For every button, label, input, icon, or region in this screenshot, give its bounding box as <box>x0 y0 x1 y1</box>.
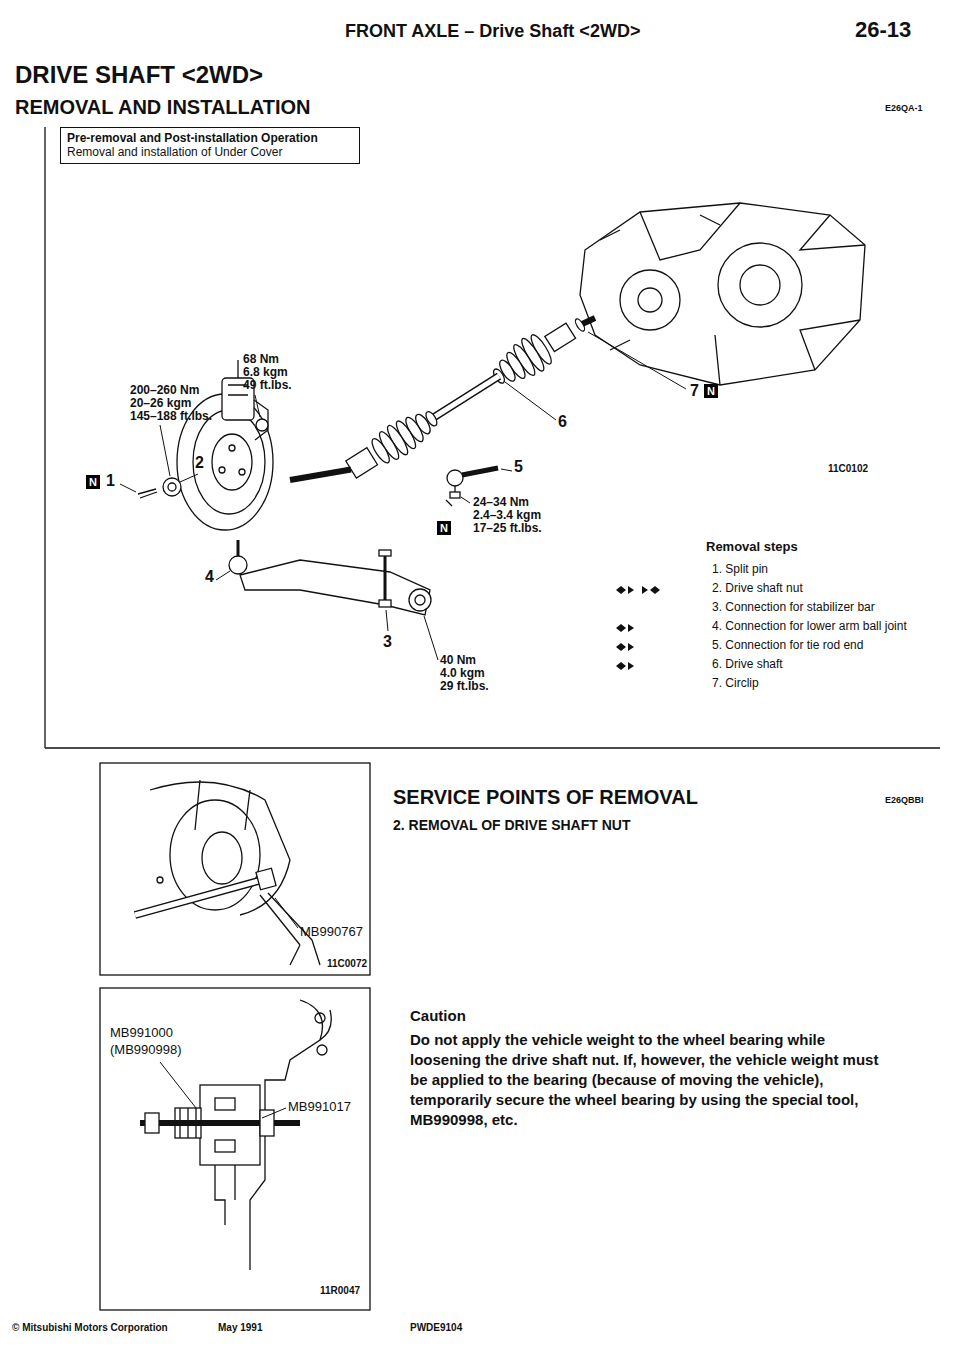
non-reusable-mark: N <box>437 521 451 535</box>
label-text: FRONT AXLE – Drive Shaft <2WD> <box>345 22 640 42</box>
bearing-fixture-figure <box>140 1000 331 1270</box>
label-text: 3 <box>383 633 392 651</box>
label-text: 20–26 kgm <box>130 397 191 410</box>
label-text: E26QA-1 <box>885 104 923 114</box>
frame-line <box>44 127 45 748</box>
label-text: 6. Drive shaft <box>712 658 783 671</box>
box-heading: Pre-removal and Post-installation Operat… <box>67 131 353 145</box>
label-text: 2. REMOVAL OF DRIVE SHAFT NUT <box>393 818 631 833</box>
label-text: 5 <box>514 458 523 476</box>
label-text: 1 <box>106 472 115 490</box>
label-text: 4. Connection for lower arm ball joint <box>712 620 907 633</box>
label-text: May 1991 <box>218 1322 262 1333</box>
label-text: (MB990998) <box>110 1043 182 1057</box>
label-text: Do not apply the vehicle weight to the w… <box>410 1030 900 1130</box>
label-text: 11R0047 <box>320 1285 360 1296</box>
page-title: DRIVE SHAFT <2WD> <box>15 62 263 88</box>
label-text: © Mitsubishi Motors Corporation <box>12 1322 168 1333</box>
label-text: 145–188 ft.lbs. <box>130 410 212 423</box>
label-text: Removal steps <box>706 540 798 554</box>
label-text: 7. Circlip <box>712 677 759 690</box>
label-text: Caution <box>410 1008 466 1025</box>
box-body: Removal and installation of Under Cover <box>67 145 353 159</box>
label-text: 40 Nm <box>440 654 476 667</box>
label-text: 2.4–3.4 kgm <box>473 509 541 522</box>
label-text: 2. Drive shaft nut <box>712 582 803 595</box>
figure-frame <box>100 763 370 975</box>
label-text: 26-13 <box>855 18 911 42</box>
label-text: 7 <box>690 382 699 400</box>
label-text: 5. Connection for tie rod end <box>712 639 863 652</box>
label-text: MB991000 <box>110 1026 173 1040</box>
label-text: 11C0072 <box>327 958 367 969</box>
label-text: E26QBBI <box>885 796 924 806</box>
label-text: 2 <box>195 454 204 472</box>
label-text: 17–25 ft.lbs. <box>473 522 542 535</box>
non-reusable-mark: N <box>704 384 718 398</box>
operation-box: Pre-removal and Post-installation Operat… <box>60 127 360 164</box>
label-text: 6.8 kgm <box>243 366 288 379</box>
label-text: 68 Nm <box>243 353 279 366</box>
label-text: 24–34 Nm <box>473 496 529 509</box>
label-text: 11C0102 <box>828 463 868 474</box>
non-reusable-mark: N <box>86 475 100 489</box>
label-text: 3. Connection for stabilizer bar <box>712 601 875 614</box>
service-point-marks <box>616 586 660 670</box>
label-text: MB991017 <box>288 1100 351 1114</box>
label-text: 49 ft.lbs. <box>243 379 292 392</box>
label-text: SERVICE POINTS OF REMOVAL <box>393 786 698 808</box>
label-text: PWDE9104 <box>410 1322 462 1333</box>
label-text: 1. Split pin <box>712 563 768 576</box>
label-text: 29 ft.lbs. <box>440 680 489 693</box>
label-text: 200–260 Nm <box>130 384 199 397</box>
lower-arm <box>229 540 431 615</box>
figure-frame <box>100 988 370 1310</box>
frame-line <box>45 747 940 748</box>
label-text: 4.0 kgm <box>440 667 485 680</box>
nut-removal-figure <box>135 780 320 965</box>
label-text: 6 <box>558 413 567 431</box>
transaxle <box>580 203 865 385</box>
label-text: MB990767 <box>300 925 363 939</box>
label-text: 4 <box>205 568 214 586</box>
label-text: REMOVAL AND INSTALLATION <box>15 96 311 118</box>
leader-lines <box>120 332 686 660</box>
drive-shaft <box>290 317 586 480</box>
